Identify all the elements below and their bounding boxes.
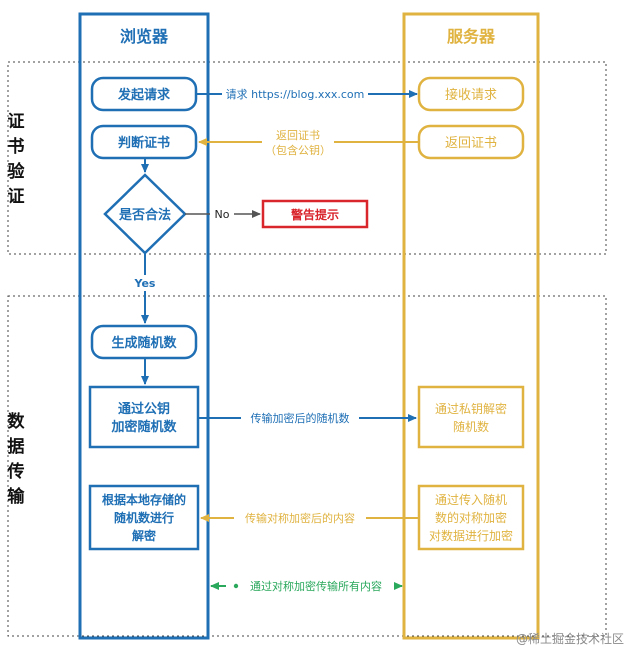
initiate-request-label: 发起请求	[117, 87, 171, 103]
decrypt-line2: 随机数进行	[114, 510, 174, 525]
warning-node	[261, 199, 369, 229]
decrypt-private-node	[417, 385, 525, 449]
decrypt-node	[88, 484, 200, 551]
encrypt-symmetric-line3: 对数据进行加密	[429, 528, 513, 543]
data-transfer-char-4: 输	[7, 487, 25, 507]
decrypt-line3: 解密	[132, 528, 156, 543]
receive-request-node	[417, 76, 525, 112]
data-transfer-label: 数 据 传 输	[6, 410, 26, 510]
no-label: No	[215, 208, 230, 221]
judge-cert-label: 判断证书	[118, 135, 170, 151]
decrypt-private-line1: 通过私钥解密	[435, 401, 507, 416]
cert-verify-char-3: 验	[7, 162, 25, 182]
warning-label: 警告提示	[290, 207, 339, 222]
bullet-dot-icon	[233, 583, 239, 589]
data-transfer-char-3: 传	[7, 462, 25, 482]
encrypt-random-line1: 通过公钥	[118, 401, 170, 417]
data-transfer-char-1: 数	[7, 412, 25, 432]
cert-verify-char-1: 证	[7, 112, 25, 132]
is-legal-label: 是否合法	[118, 207, 171, 223]
decrypt-line1: 根据本地存储的	[102, 492, 186, 507]
return-cert-arrow-label: 返回证书	[276, 129, 320, 142]
cert-verify-label: 证 书 验 证	[6, 110, 26, 210]
browser-lane	[78, 12, 210, 640]
all-symmetric-label: 通过对称加密传输所有内容	[250, 579, 382, 593]
send-encrypted-content-label: 传输对称加密后的内容	[245, 511, 355, 525]
gen-random-label: 生成随机数	[111, 335, 177, 351]
yes-label: Yes	[134, 277, 156, 290]
server-lane	[402, 12, 540, 640]
encrypt-symmetric-node	[417, 484, 525, 551]
encrypt-symmetric-line1: 通过传入随机	[435, 492, 507, 507]
server-title: 服务器	[447, 27, 496, 46]
watermark: @稀土掘金技术社区	[516, 631, 624, 646]
data-transfer-char-2: 据	[7, 437, 25, 457]
encrypt-symmetric-line2: 数的对称加密	[435, 510, 507, 525]
data-transfer-section	[7, 295, 607, 637]
return-cert-label: 返回证书	[445, 136, 497, 151]
receive-request-label: 接收请求	[445, 87, 497, 103]
encrypt-random-node	[88, 385, 200, 449]
decrypt-private-line2: 随机数	[453, 419, 489, 434]
return-cert-arrow-sublabel: （包含公钥）	[265, 143, 331, 157]
encrypt-random-line2: 加密随机数	[110, 419, 177, 435]
cert-verify-char-2: 书	[7, 137, 25, 157]
request-arrow-label: 请求 https://blog.xxx.com	[226, 88, 365, 101]
send-encrypted-random-label: 传输加密后的随机数	[251, 411, 350, 425]
cert-verify-char-4: 证	[7, 187, 25, 207]
browser-title: 浏览器	[120, 27, 169, 46]
